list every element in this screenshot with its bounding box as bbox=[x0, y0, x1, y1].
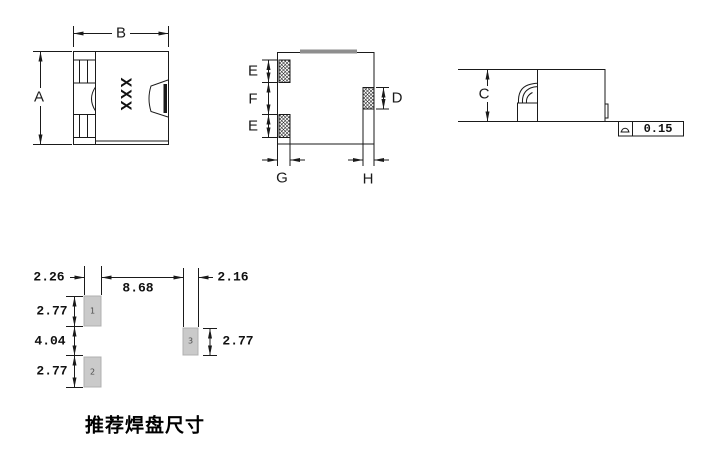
coil-wire bbox=[525, 92, 533, 104]
dim-label-e-top: E bbox=[247, 62, 259, 80]
dim-left-pad-width: 2.26 bbox=[33, 269, 65, 285]
dim-label-e-bottom: E bbox=[247, 117, 259, 135]
coil-wire bbox=[521, 86, 538, 104]
dim-label-b: B bbox=[115, 24, 127, 42]
feature-control-frame bbox=[618, 121, 684, 137]
tolerance-value: 0.15 bbox=[643, 122, 673, 136]
component-body-top-view bbox=[73, 51, 169, 145]
side-tab bbox=[604, 103, 609, 119]
dim-label-c: C bbox=[478, 85, 490, 103]
dim-pad2-height: 2.77 bbox=[36, 363, 68, 379]
terminal-block-top bbox=[73, 59, 96, 84]
terminal-pad-right bbox=[362, 87, 375, 110]
shield-bar bbox=[300, 49, 357, 54]
component-body-bottom-view bbox=[277, 52, 375, 145]
dim-pad1-height: 2.77 bbox=[36, 303, 68, 319]
surface-profile-icon bbox=[620, 127, 630, 133]
core-notch bbox=[148, 79, 169, 118]
dim-pad3-height: 2.77 bbox=[222, 333, 254, 349]
dim-label-f: F bbox=[248, 90, 258, 108]
top-view-drawing bbox=[33, 26, 169, 145]
pad-number-1: 1 bbox=[89, 306, 96, 316]
pad-layout-drawing bbox=[66, 266, 217, 388]
dim-label-a: A bbox=[33, 88, 45, 106]
terminal-pad-top-left bbox=[278, 59, 291, 83]
dim-label-h: H bbox=[362, 170, 374, 188]
pad-layout-caption: 推荐焊盘尺寸 bbox=[84, 414, 206, 437]
terminal-side-view bbox=[517, 102, 538, 122]
pad-number-3: 3 bbox=[187, 336, 194, 346]
electrode-bar bbox=[163, 84, 167, 113]
dim-right-pad-width: 2.16 bbox=[217, 269, 249, 285]
dim-label-g: G bbox=[276, 169, 288, 187]
solder-pad-1 bbox=[83, 295, 102, 327]
part-marking: XXX bbox=[116, 77, 134, 113]
dim-vertical-gap: 4.04 bbox=[34, 333, 66, 349]
solder-pad-3 bbox=[182, 327, 199, 356]
dim-label-d: D bbox=[391, 89, 403, 107]
component-body-side-view bbox=[537, 69, 606, 122]
terminal-pad-bottom-left bbox=[278, 114, 291, 138]
side-view-drawing bbox=[458, 69, 684, 137]
pad-number-2: 2 bbox=[89, 367, 96, 377]
dim-pad-spacing: 8.68 bbox=[122, 280, 154, 296]
coil-wire bbox=[517, 82, 538, 104]
bottom-view-drawing bbox=[262, 49, 389, 166]
solder-pad-2 bbox=[83, 356, 102, 388]
terminal-block-bottom bbox=[73, 114, 96, 138]
